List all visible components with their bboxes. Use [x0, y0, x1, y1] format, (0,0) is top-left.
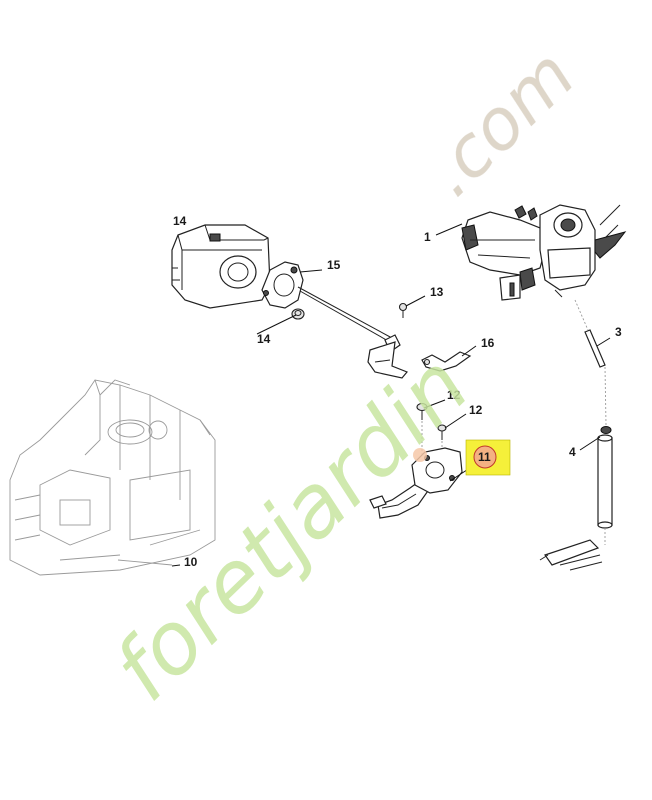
highlight-circle	[473, 445, 497, 469]
callout-16: 16	[481, 336, 495, 350]
watermark-dotcom: .com	[410, 34, 591, 212]
screw-part-13	[398, 302, 408, 318]
callout-14-nut: 14	[257, 332, 271, 346]
nut-part-14	[291, 308, 305, 320]
pin-part-3	[574, 299, 607, 426]
muffler-part-14	[171, 224, 271, 309]
shield-part-15	[261, 261, 304, 309]
watermark-logo: foretjardin .com	[95, 34, 590, 720]
hose-part-4	[539, 426, 613, 571]
engine-block-part-10	[9, 379, 216, 576]
callout-3: 3	[615, 325, 622, 339]
callout-15: 15	[327, 258, 341, 272]
callout-1: 1	[424, 230, 431, 244]
leader-lines	[171, 223, 611, 567]
watermark-dot	[413, 448, 427, 462]
callout-12-lower: 12	[469, 403, 483, 417]
callout-12-top: 12	[447, 388, 461, 402]
callout-13: 13	[430, 285, 444, 299]
callout-10: 10	[184, 555, 198, 569]
callout-4: 4	[569, 445, 576, 459]
link-rod	[297, 286, 408, 379]
watermark-main: foretjardin	[95, 336, 488, 720]
callout-14-muffler: 14	[173, 214, 187, 228]
bracket-part-16	[421, 351, 472, 372]
callout-11: 11	[478, 450, 491, 464]
carburetor-part-1	[461, 204, 627, 301]
